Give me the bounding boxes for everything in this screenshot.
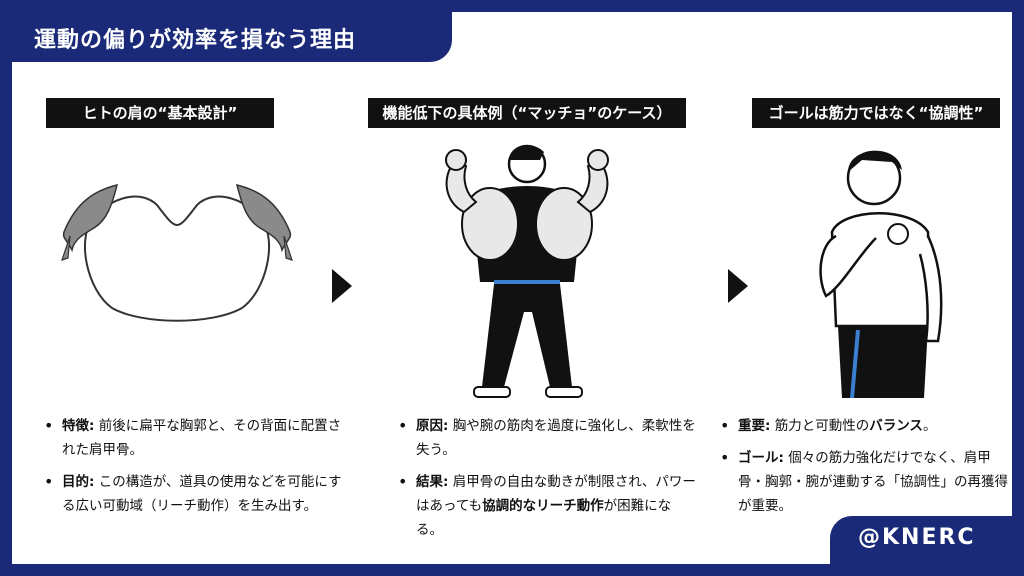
- bullet-text: 個々の筋力強化だけでなく、肩甲骨・胸郭・腕が連動する「協調性」の再獲得が重要。: [738, 450, 1008, 514]
- bullet-label: 目的:: [62, 474, 95, 490]
- muscular-man-illustration: [445, 144, 609, 398]
- column-title-goal: ゴールは筋力ではなく“協調性”: [752, 98, 1000, 128]
- list-item: 結果: 肩甲骨の自由な動きが制限され、パワーはあっても協調的なリーチ動作が困難に…: [396, 470, 696, 542]
- bullet-list-dysfunction: 原因: 胸や腕の筋肉を過度に強化し、柔軟性を失う。 結果: 肩甲骨の自由な動きが…: [396, 414, 696, 550]
- arrow-right-icon: [728, 269, 748, 303]
- bullet-label: 重要:: [738, 418, 771, 434]
- thorax-scapula-illustration: [61, 183, 293, 322]
- list-item: 目的: この構造が、道具の使用などを可能にする広い可動域（リーチ動作）を生み出す…: [42, 470, 342, 518]
- list-item: 原因: 胸や腕の筋肉を過度に強化し、柔軟性を失う。: [396, 414, 696, 462]
- bullet-label: 特徴:: [62, 418, 95, 434]
- bullet-label: 原因:: [416, 418, 449, 434]
- brand-handle: @KNERC: [858, 525, 976, 550]
- slide-frame: 運動の偏りが効率を損なう理由 ヒトの肩の“基本設計” 機能低下の具体例（“マッチ…: [12, 12, 1012, 564]
- bullet-emphasis: バランス: [869, 418, 923, 434]
- header-tab: 運動の偏りが効率を損なう理由: [12, 12, 452, 62]
- bullet-text: 胸や腕の筋肉を過度に強化し、柔軟性を失う。: [416, 418, 696, 458]
- page-title: 運動の偏りが効率を損なう理由: [34, 28, 357, 53]
- shoulder-touch-man-illustration: [819, 150, 943, 398]
- bullet-label: ゴール:: [738, 450, 784, 466]
- brand-tab: @KNERC: [830, 516, 1012, 564]
- bullet-emphasis: 協調的なリーチ動作: [482, 498, 604, 514]
- arrow-right-icon: [332, 269, 352, 303]
- bullet-list-basic-design: 特徴: 前後に扁平な胸郭と、その背面に配置された肩甲骨。 目的: この構造が、道…: [42, 414, 342, 526]
- list-item: 特徴: 前後に扁平な胸郭と、その背面に配置された肩甲骨。: [42, 414, 342, 462]
- column-title-basic-design: ヒトの肩の“基本設計”: [46, 98, 274, 128]
- bullet-text: 。: [922, 418, 937, 434]
- bullet-text: 筋力と可動性の: [770, 418, 870, 434]
- list-item: 重要: 筋力と可動性のバランス。: [718, 414, 1008, 438]
- bullet-list-goal: 重要: 筋力と可動性のバランス。 ゴール: 個々の筋力強化だけでなく、肩甲骨・胸…: [718, 414, 1008, 526]
- bullet-text: 肩甲骨の自由な動きが制限され、パワーはあっても: [416, 474, 696, 514]
- bullet-text: が困難になる。: [416, 498, 672, 538]
- column-title-dysfunction-example: 機能低下の具体例（“マッチョ”のケース）: [368, 98, 686, 128]
- bullet-label: 結果:: [416, 474, 449, 490]
- list-item: ゴール: 個々の筋力強化だけでなく、肩甲骨・胸郭・腕が連動する「協調性」の再獲得…: [718, 446, 1008, 518]
- bullet-text: 前後に扁平な胸郭と、その背面に配置された肩甲骨。: [62, 418, 342, 458]
- bullet-text: この構造が、道具の使用などを可能にする広い可動域（リーチ動作）を生み出す。: [62, 474, 342, 514]
